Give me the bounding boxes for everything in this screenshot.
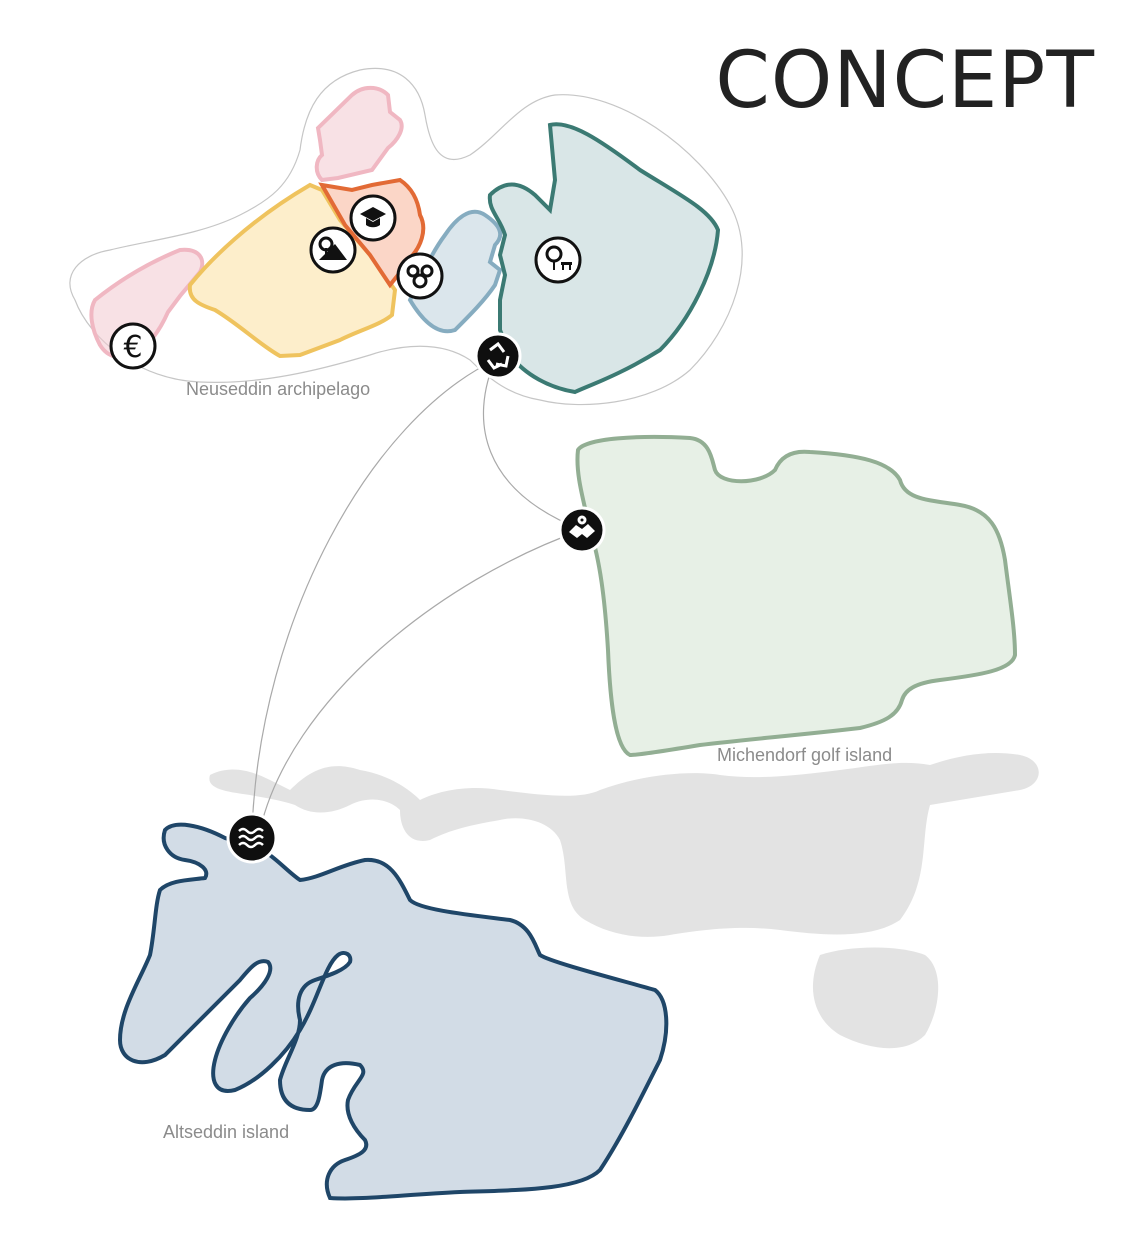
link-recycle-to-waves	[251, 359, 496, 831]
archipelago-outline	[69, 67, 743, 406]
connection-lines	[251, 359, 583, 831]
label-michendorf: Michendorf golf island	[717, 745, 892, 765]
svg-text:€: €	[123, 330, 142, 365]
tree-hill-icon[interactable]	[309, 226, 357, 274]
water-waves-icon[interactable]	[226, 812, 278, 864]
label-altseddin: Altseddin island	[163, 1122, 289, 1142]
zone-teal	[487, 122, 721, 395]
people-group-icon[interactable]	[396, 252, 444, 300]
recycle-icon[interactable]	[474, 332, 522, 380]
zone-lightblue	[407, 209, 503, 334]
michendorf-island-shape	[575, 434, 1018, 758]
euro-icon[interactable]: €	[109, 322, 157, 370]
altseddin-island-shape	[117, 822, 669, 1201]
tree-bench-icon[interactable]	[534, 236, 582, 284]
link-handshake-to-waves	[259, 529, 583, 831]
label-neuseddin: Neuseddin archipelago	[186, 379, 370, 399]
graduation-cap-icon[interactable]	[349, 194, 397, 242]
grey-landmass	[209, 753, 1039, 1049]
page-title: CONCEPT	[715, 36, 1095, 126]
zone-pink-top	[314, 85, 404, 183]
zone-yellow	[187, 182, 398, 359]
link-recycle-to-handshake	[482, 359, 583, 531]
handshake-icon[interactable]	[558, 506, 606, 554]
